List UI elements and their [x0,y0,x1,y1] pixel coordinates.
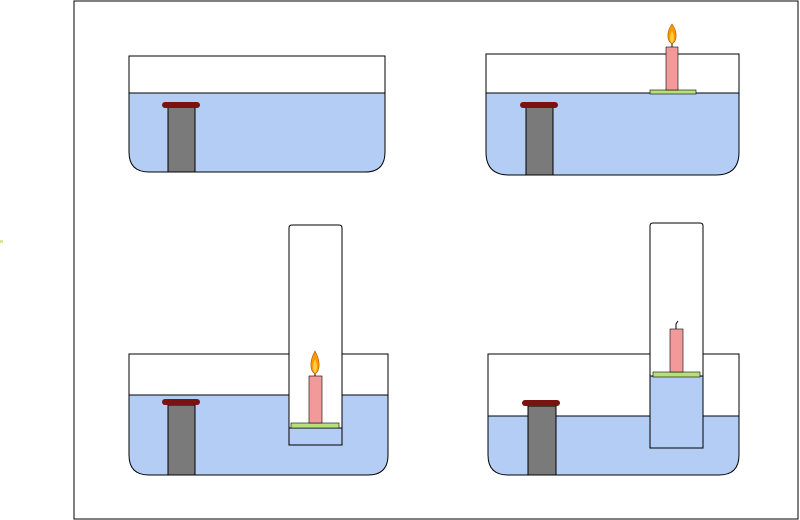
panel-2 [485,23,740,176]
panel-3 [128,224,389,476]
post-cap [522,400,560,406]
water-inside-glass [289,428,342,445]
glass-cylinder-outline [288,224,343,446]
post [527,405,557,476]
trough-air-region [129,56,385,93]
post [167,404,196,476]
glass-cylinder-outline [649,222,704,449]
trough [487,353,740,476]
post-cap [162,102,200,108]
post-cap [162,399,200,405]
water-inside-glass [650,376,703,448]
post [167,106,196,173]
flame-core [670,31,674,43]
trough [128,55,386,173]
panel-1 [128,55,386,173]
diagram-frame [73,0,799,520]
panel-4 [487,222,740,476]
trough-air-region [129,354,388,395]
candle [669,328,684,373]
trough [128,353,389,476]
float-plate [652,371,701,378]
stray-mark [0,240,3,243]
candle [665,46,679,91]
trough [485,53,740,176]
flame-core [313,359,317,373]
candle [308,375,323,424]
post [525,106,554,176]
glass-cylinder [289,225,342,445]
float-plate [649,89,697,95]
post-cap [520,102,558,108]
trough-air-region [486,54,739,93]
float-plate [290,422,340,429]
candle-wick [675,320,679,329]
